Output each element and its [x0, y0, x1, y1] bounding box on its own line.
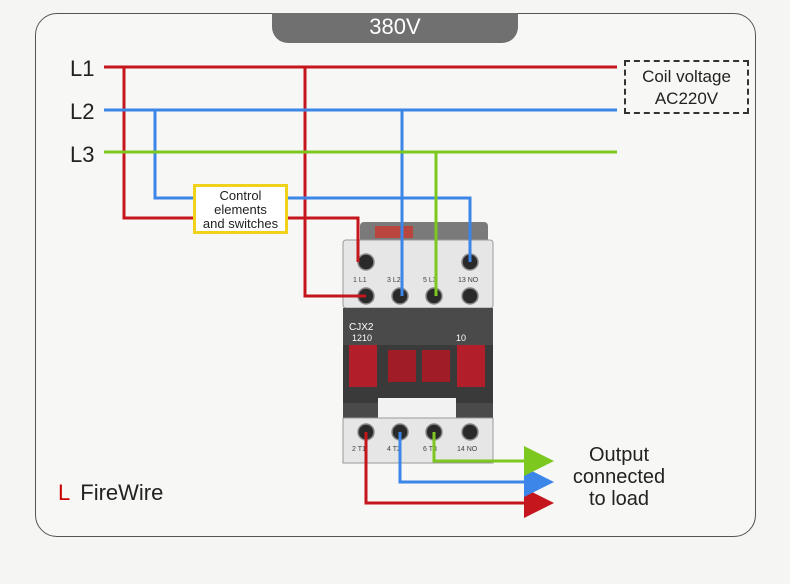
wire-l2: [104, 108, 617, 497]
legend: L FireWire: [58, 480, 163, 506]
bottom-terminal-2-label: 2 T1: [352, 446, 366, 453]
contactor-rating: 1210: [352, 333, 372, 343]
contactor-aux: 10: [456, 333, 466, 343]
top-terminal-1-label: 1 L1: [353, 277, 367, 284]
output-line-3: to load: [588, 488, 650, 510]
output-line-1: Output: [588, 444, 650, 466]
coil-voltage-box: Coil voltage AC220V: [624, 60, 749, 114]
coil-voltage-value: AC220V: [654, 89, 719, 108]
control-line-1: Control: [219, 188, 262, 203]
voltage-tab: 380V: [272, 13, 518, 43]
top-terminal-13-label: 13 NO: [458, 277, 479, 284]
wire-l1: [104, 65, 617, 518]
output-label: Output connected to load: [555, 444, 683, 510]
line-label-l1: L1: [70, 56, 95, 81]
bottom-terminal-6-label: 6 T3: [423, 446, 437, 453]
control-elements-box: Control elements and switches: [193, 184, 288, 234]
top-terminal-5-label: 5 L3: [423, 277, 437, 284]
bottom-terminal-14-label: 14 NO: [457, 446, 478, 453]
output-line-2: connected: [572, 466, 666, 488]
line-label-l2: L2: [70, 99, 95, 124]
line-label-l3: L3: [70, 142, 95, 167]
contactor-model: CJX2: [349, 322, 374, 333]
legend-symbol: L: [58, 480, 71, 505]
bottom-terminal-4-label: 4 T2: [387, 446, 401, 453]
coil-voltage-label: Coil voltage: [642, 67, 731, 86]
wire-l3: [104, 150, 617, 476]
top-terminal-3-label: 3 L2: [387, 277, 401, 284]
legend-text: FireWire: [80, 480, 164, 505]
control-line-3: and switches: [202, 216, 279, 231]
control-line-2: elements: [214, 202, 267, 217]
